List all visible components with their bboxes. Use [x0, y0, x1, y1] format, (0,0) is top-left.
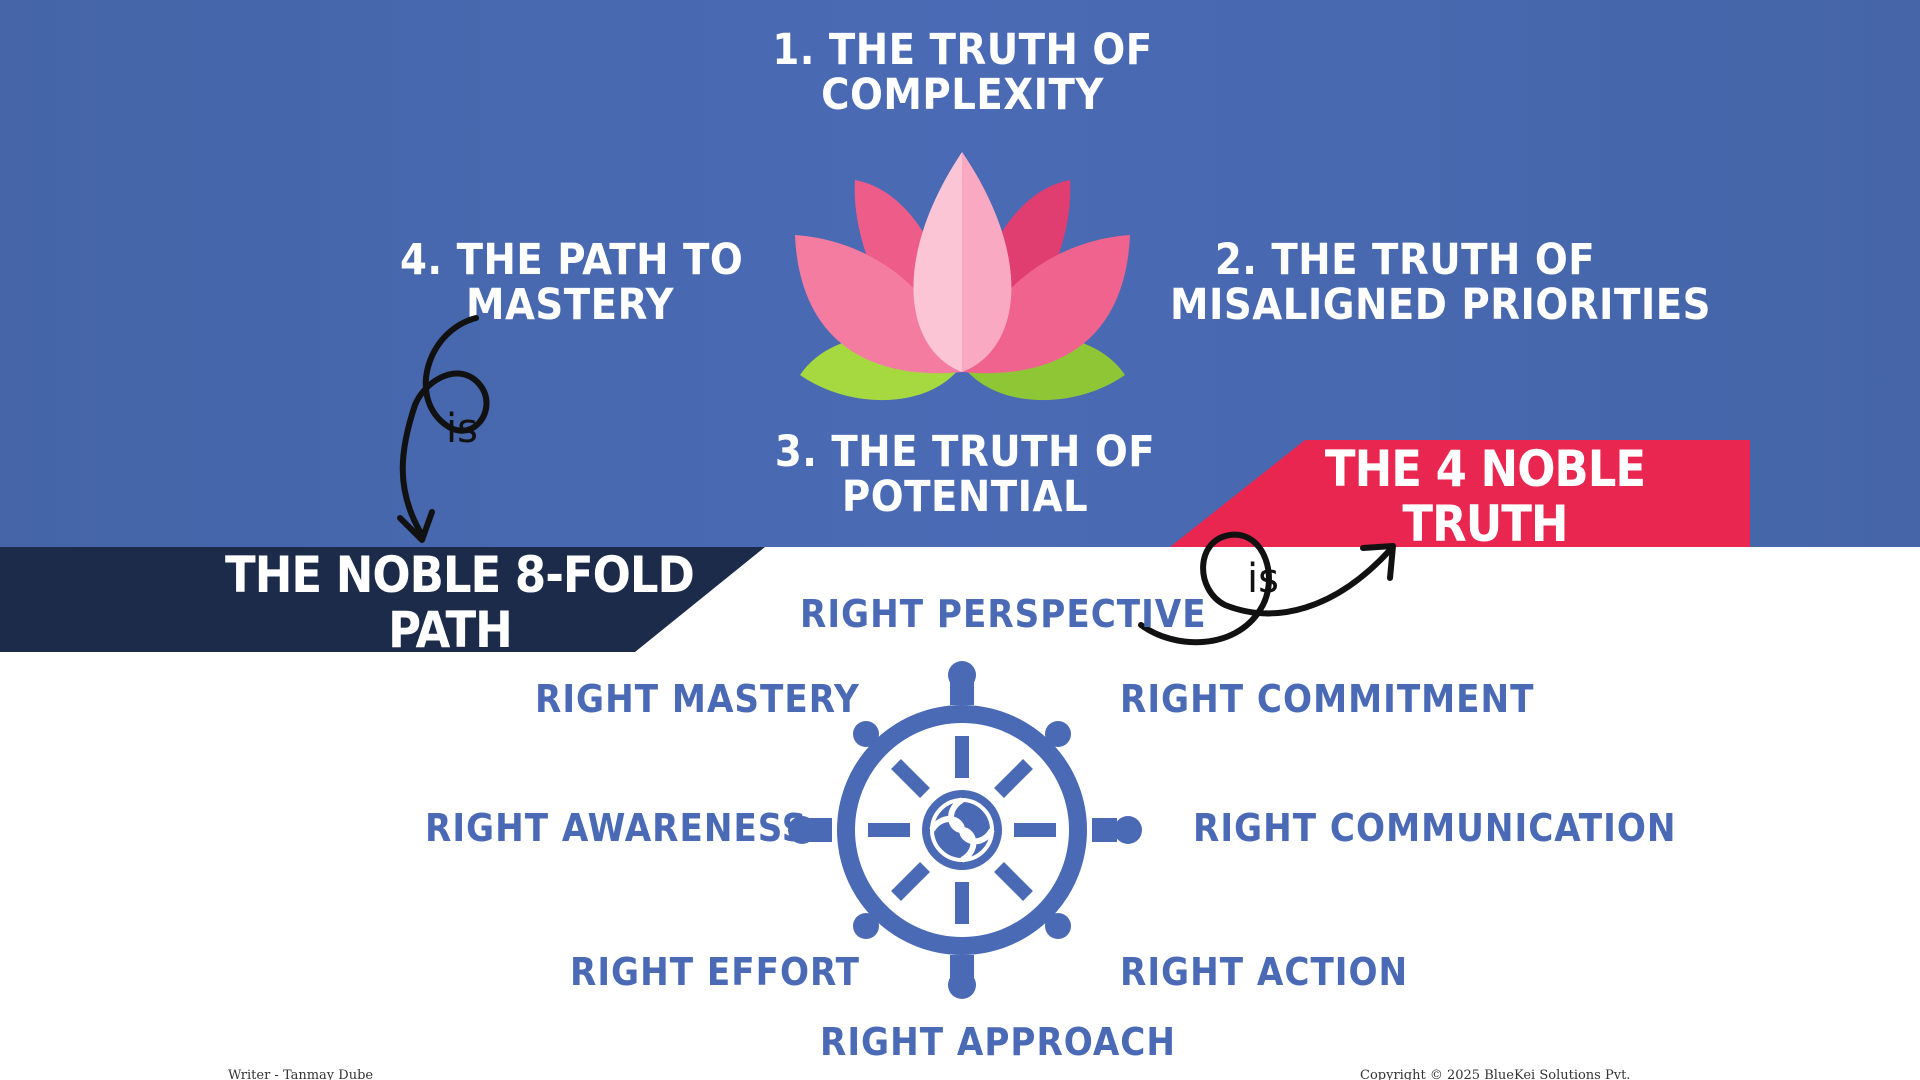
truth-2-line-1: 2. THE TRUTH OF [1214, 235, 1596, 285]
right-commitment-label: RIGHT COMMITMENT [1120, 677, 1535, 721]
truth-1-line-2: COMPLEXITY [821, 70, 1104, 121]
eightfold-banner-shape [0, 547, 765, 652]
truth-4-line-1: 4. THE PATH TO [400, 235, 744, 285]
eightfold-banner: THE NOBLE 8-FOLD PATH [225, 546, 695, 659]
truth-1-complexity: 1. THE TRUTH OF COMPLEXITY [720, 25, 1205, 121]
right-perspective-label: RIGHT PERSPECTIVE [800, 592, 1207, 636]
truth-1-line-1: 1. THE TRUTH OF [772, 25, 1153, 75]
right-action-label: RIGHT ACTION [1120, 950, 1409, 994]
curved-arrow-icon: is [1138, 531, 1396, 646]
truth-4-line-2: MASTERY [465, 280, 675, 331]
truth-3-line-2: POTENTIAL [841, 472, 1089, 523]
truth-2-misaligned-priorities: 2. THE TRUTH OF MISALIGNED PRIORITIES [1170, 235, 1712, 331]
right-approach-label: RIGHT APPROACH [820, 1020, 1176, 1064]
eightfold-banner-line-2: PATH [388, 601, 513, 659]
truth-3-potential: 3. THE TRUTH OF POTENTIAL [745, 427, 1185, 523]
four-noble-banner-line-1: THE 4 NOBLE [1324, 440, 1646, 498]
dharma-wheel-icon [788, 661, 1142, 999]
right-effort-label: RIGHT EFFORT [570, 950, 861, 994]
truth-3-line-1: 3. THE TRUTH OF [774, 427, 1156, 477]
footer-copyright: Copyright © 2025 BlueKei Solutions Pvt. [1360, 1068, 1631, 1080]
right-awareness-label: RIGHT AWARENESS [425, 806, 808, 850]
is-label-right: is [1247, 556, 1279, 602]
eightfold-banner-line-1: THE NOBLE 8-FOLD [225, 546, 695, 604]
footer-writer-credit: Writer - Tanmay Dube [228, 1068, 374, 1080]
truth-4-path-to-mastery: 4. THE PATH TO MASTERY [400, 235, 744, 331]
is-label-left: is [446, 406, 478, 452]
four-noble-banner-shape [1170, 440, 1750, 547]
four-noble-banner: THE 4 NOBLE TRUTH [1310, 442, 1660, 552]
truth-2-line-2: MISALIGNED PRIORITIES [1170, 280, 1712, 331]
lotus-icon [795, 152, 1130, 401]
right-mastery-label: RIGHT MASTERY [535, 677, 860, 721]
curved-arrow-icon: is [397, 315, 490, 543]
right-communication-label: RIGHT COMMUNICATION [1193, 806, 1677, 850]
four-noble-banner-line-2: TRUTH [1402, 495, 1568, 553]
